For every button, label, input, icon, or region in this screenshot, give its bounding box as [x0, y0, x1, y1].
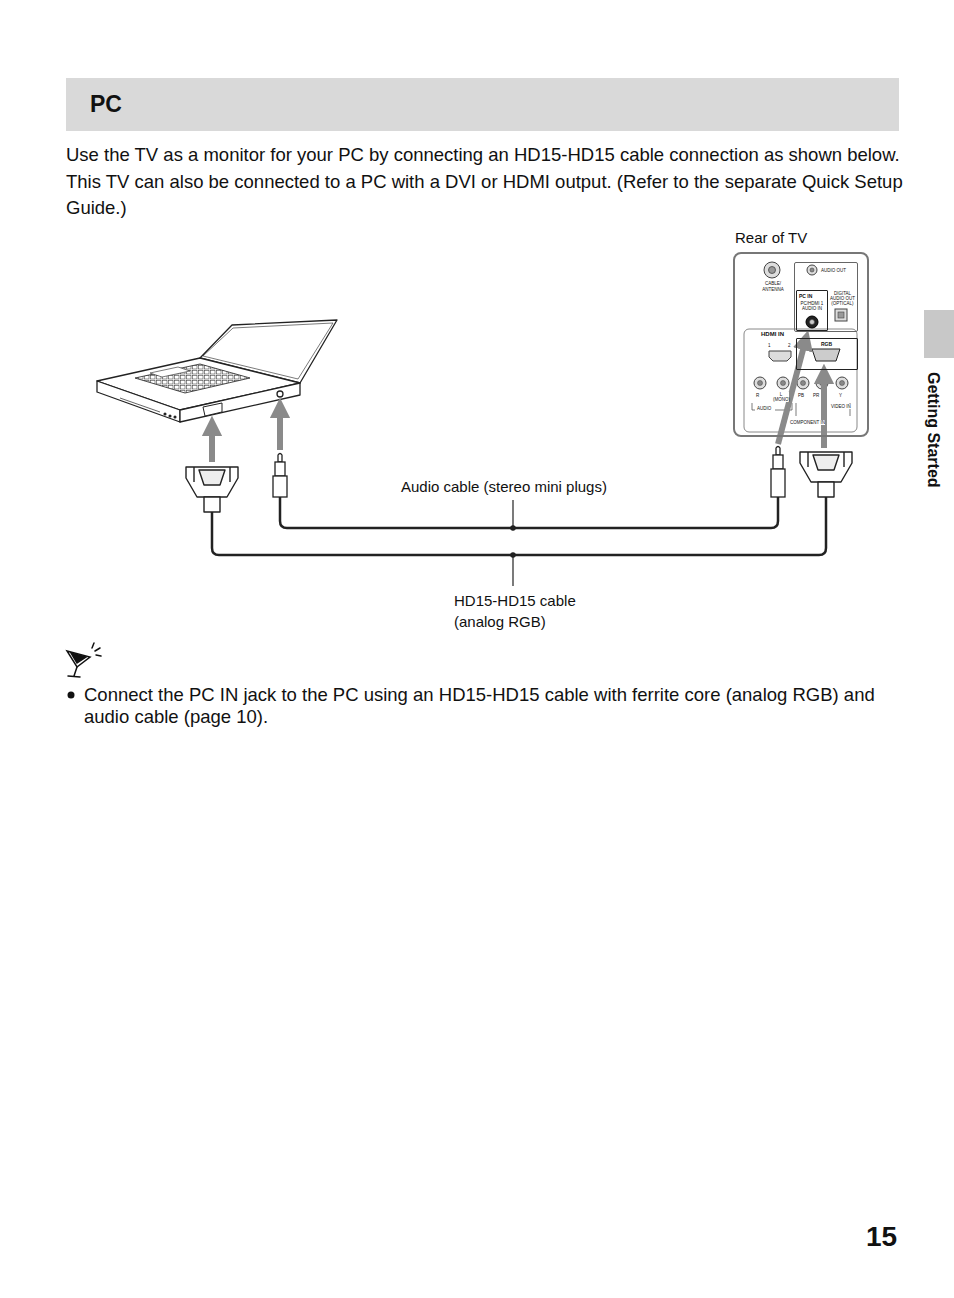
laptop [169, 415, 171, 417]
laptop [164, 413, 166, 415]
stereo-mini-plug [773, 455, 783, 469]
port-label: COMPONENT IN [790, 420, 825, 425]
port-label: RGB [797, 341, 856, 347]
insertion-arrow [209, 432, 215, 462]
title-band [66, 78, 899, 131]
stereo-mini-plug [771, 447, 785, 498]
tv-rear-panel [744, 329, 857, 432]
stereo-mini-plug [275, 462, 285, 476]
port-label: PB [798, 393, 804, 398]
bullet-dot [68, 692, 75, 699]
tv-rear-panel [810, 320, 815, 325]
tv-rear-panel [835, 309, 847, 321]
audio-output-group: AUDIO OUTDIGITAL AUDIO OUT (OPTICAL)PC I… [794, 262, 858, 332]
port-label: CABLE/ ANTENNA [757, 281, 789, 292]
tv-rear-panel [812, 349, 840, 361]
laptop [135, 364, 250, 393]
tip-icon [96, 655, 101, 656]
hd15-plug [199, 470, 225, 485]
tv-rear-panel [754, 377, 766, 389]
tv-rear-panel [769, 267, 776, 274]
leader-line [511, 500, 515, 586]
stereo-mini-plug [771, 469, 785, 497]
laptop [150, 367, 190, 377]
port-number: 2 [788, 343, 791, 348]
leader-line [512, 500, 513, 528]
pc-in-box: PC IN PC/HDMI 1 AUDIO IN [796, 290, 828, 331]
rgb-box: RGB [796, 338, 858, 370]
tip-icon [92, 643, 94, 648]
hd15-plug [186, 467, 238, 497]
tv-rear-panel [807, 265, 817, 275]
hd15-plug [818, 482, 834, 497]
tip-icon [68, 676, 80, 677]
section-tab [924, 310, 954, 358]
tv-rear-panel [838, 312, 844, 318]
port-label: R [756, 393, 759, 398]
port-label: Y [839, 393, 842, 398]
laptop [203, 403, 222, 416]
tv-rear-panel [781, 381, 786, 386]
cable-label: HD15-HD15 cable (analog RGB) [454, 590, 604, 632]
stereo-mini-plug [776, 447, 780, 456]
hd15-plug [813, 455, 839, 470]
leader-line [511, 526, 515, 530]
laptop [174, 416, 176, 418]
cable-label: Audio cable (stereo mini plugs) [401, 478, 607, 496]
section-tab-label: Getting Started [924, 372, 943, 488]
hd15-plug [800, 452, 852, 482]
tip-icon [95, 648, 100, 651]
port-label: PR [813, 393, 819, 398]
audio-cable [280, 497, 778, 528]
hd15-cable [212, 497, 826, 555]
port-label: AUDIO OUT [821, 268, 846, 273]
port-label: HDMI IN [761, 331, 784, 338]
tv-rear-panel [797, 377, 809, 389]
port-label: VIDEO IN [829, 404, 853, 409]
tv-rear-panel [769, 351, 791, 361]
panel-heading: Rear of TV [735, 229, 807, 247]
insertion-arrow [277, 414, 283, 450]
tv-rear-panel [806, 316, 818, 328]
tv-rear-panel [758, 381, 763, 386]
port-heading: PC IN [799, 293, 812, 299]
tv-rear-panel [840, 381, 845, 386]
laptop [277, 391, 283, 397]
tip-icon [67, 643, 101, 677]
section-title: PC [90, 89, 122, 119]
insertion-arrow [821, 380, 827, 448]
port-number: 1 [768, 343, 771, 348]
tip-note: Connect the PC IN jack to the PC using a… [84, 684, 904, 728]
intro-text: Use the TV as a monitor for your PC by c… [66, 142, 904, 222]
laptop [120, 398, 160, 412]
tv-rear-panel [836, 377, 848, 389]
port-label: PC/HDMI 1 AUDIO IN [798, 301, 826, 311]
stereo-mini-plug [273, 476, 287, 497]
tip-icon [71, 653, 86, 663]
hd15-cable [212, 497, 826, 555]
hd15-plug [204, 497, 220, 512]
port-label: L (MONO) [773, 392, 789, 402]
tv-rear-panel [801, 381, 806, 386]
hd15-plug [186, 467, 238, 512]
port-label: DIGITAL AUDIO OUT (OPTICAL) [829, 291, 856, 306]
audio-cable [280, 497, 778, 528]
tv-rear-panel [744, 262, 857, 432]
leader-line [512, 555, 513, 586]
port-label: AUDIO [757, 406, 771, 411]
stereo-mini-plug [273, 454, 287, 498]
tip-icon [74, 667, 77, 676]
stereo-mini-plug [278, 454, 282, 463]
tip-icon [67, 651, 90, 667]
tv-rear-panel [810, 268, 814, 272]
page-number: 15 [866, 1220, 897, 1254]
tv-rear-panel [777, 377, 789, 389]
laptop [97, 320, 337, 422]
leader-line [511, 553, 515, 557]
hd15-plug [800, 452, 852, 497]
tv-rear-panel [764, 262, 780, 278]
